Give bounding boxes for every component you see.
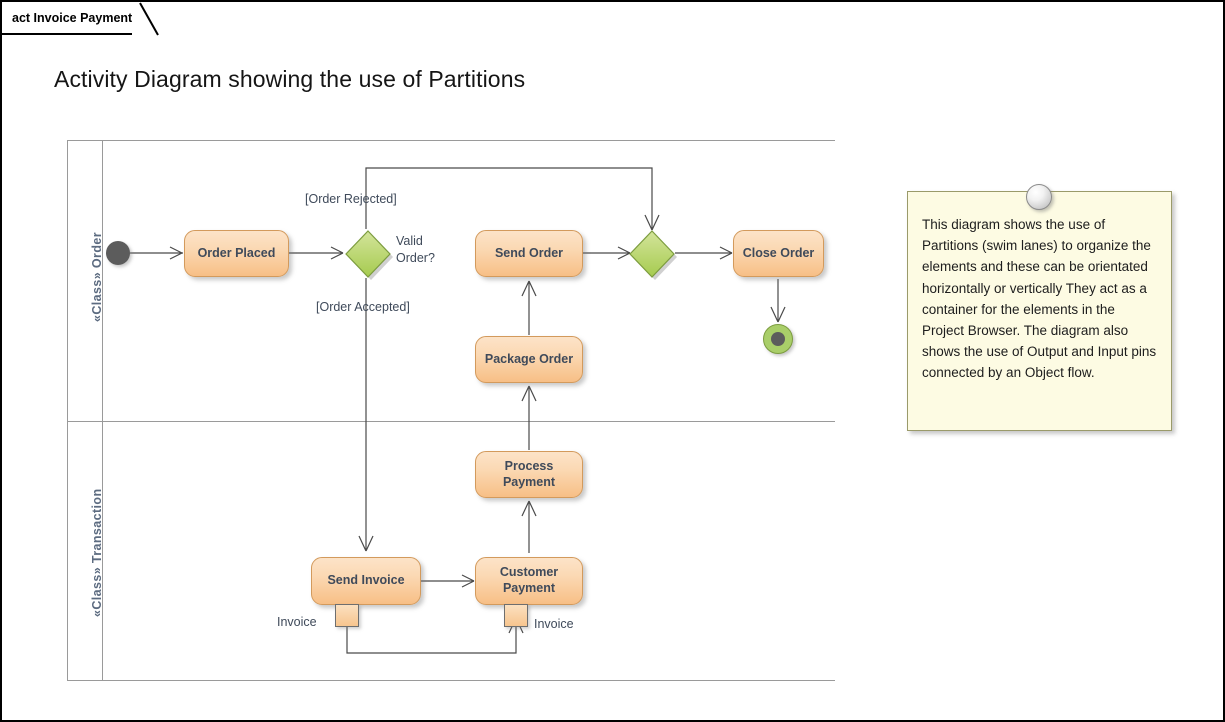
input-pin-label: Invoice (534, 617, 574, 631)
input-pin-invoice[interactable] (504, 604, 528, 627)
action-close-order[interactable]: Close Order (733, 230, 824, 277)
page-title: Activity Diagram showing the use of Part… (54, 66, 526, 92)
action-process-payment[interactable]: Process Payment (475, 451, 583, 498)
guard-order-rejected: [Order Rejected] (305, 192, 397, 206)
action-label-line-1: Process (504, 458, 554, 473)
action-label-line-1: Customer (499, 565, 559, 580)
action-label-line-2: Payment (502, 474, 556, 489)
action-label: Customer Payment (500, 565, 558, 596)
action-order-placed[interactable]: Order Placed (184, 230, 289, 277)
partition-header-divider (102, 140, 103, 681)
decision-label-line-2: Order? (396, 250, 435, 265)
decision-node-valid-order[interactable] (342, 228, 394, 280)
diagram-tab-label: act Invoice Payment (12, 10, 133, 25)
output-pin-invoice[interactable] (335, 604, 359, 627)
diagram-note: This diagram shows the use of Partitions… (907, 191, 1172, 431)
partition-divider (67, 421, 835, 422)
decision-label-line-1: Valid (396, 234, 423, 248)
activity-final-node[interactable] (763, 324, 793, 354)
partition-label-transaction: «Class» Transaction (90, 488, 104, 618)
note-pin-icon (1026, 184, 1052, 210)
output-pin-label: Invoice (277, 615, 317, 629)
action-send-order[interactable]: Send Order (475, 230, 583, 277)
partition-frame (67, 140, 835, 681)
guard-order-accepted: [Order Accepted] (316, 300, 410, 314)
action-label: Send Order (494, 245, 564, 260)
action-label-line-2: Payment (502, 581, 556, 595)
action-label: Package Order (484, 351, 574, 366)
action-label: Process Payment (503, 459, 555, 490)
action-label: Send Invoice (327, 573, 405, 588)
diagram-tab[interactable]: act Invoice Payment (2, 2, 159, 35)
action-label: Order Placed (197, 245, 276, 260)
action-send-invoice[interactable]: Send Invoice (311, 557, 421, 605)
action-package-order[interactable]: Package Order (475, 336, 583, 383)
action-customer-payment[interactable]: Customer Payment (475, 557, 583, 605)
decision-label-valid-order: Valid Order? (396, 233, 435, 267)
initial-node[interactable] (106, 241, 130, 265)
merge-node[interactable] (626, 228, 678, 280)
action-label: Close Order (742, 245, 815, 260)
diagram-note-text: This diagram shows the use of Partitions… (922, 217, 1157, 381)
partition-label-order: «Class» Order (90, 232, 104, 322)
activity-final-node-center (771, 332, 785, 346)
